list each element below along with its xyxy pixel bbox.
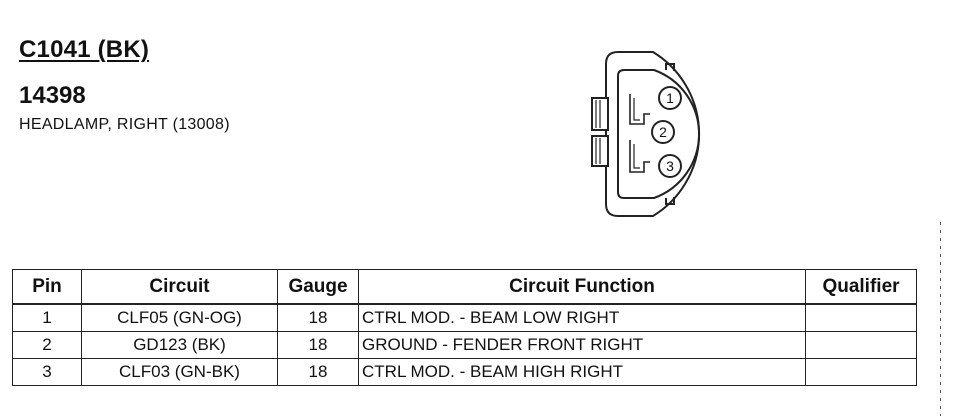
- cell-gauge: 18: [277, 303, 359, 332]
- pin-table: Pin Circuit Gauge Circuit Function Quali…: [12, 269, 917, 386]
- cell-circuit: CLF05 (GN-OG): [81, 303, 278, 332]
- header-pin: Pin: [12, 269, 82, 305]
- cell-qualifier: [805, 331, 917, 359]
- header-qualifier: Qualifier: [805, 269, 917, 305]
- cell-gauge: 18: [277, 331, 359, 359]
- connector-face-diagram: 1 2 3: [591, 51, 700, 217]
- keyway-notch: [665, 63, 675, 71]
- scan-edge-line: [940, 222, 941, 416]
- header-circuit-function: Circuit Function: [358, 269, 806, 305]
- cell-qualifier: [805, 303, 917, 332]
- connector-id: C1041 (BK): [19, 36, 150, 63]
- keyway-notch: [665, 197, 675, 205]
- cell-circuit: GD123 (BK): [81, 331, 278, 359]
- header-gauge: Gauge: [277, 269, 359, 305]
- cell-circuit: CLF03 (GN-BK): [81, 358, 278, 386]
- pin-circle-3: [658, 154, 682, 178]
- header-circuit: Circuit: [81, 269, 278, 305]
- table-header-row: Pin Circuit Gauge Circuit Function Quali…: [12, 269, 917, 305]
- pin-label-3: 3: [666, 158, 674, 174]
- terminal-cavity-3: [629, 140, 650, 173]
- cell-pin: 1: [12, 303, 82, 332]
- pin-circle-1: [658, 86, 682, 110]
- cell-gauge: 18: [277, 358, 359, 386]
- pin-label-1: 1: [666, 90, 674, 106]
- cell-pin: 3: [12, 358, 82, 386]
- cell-qualifier: [805, 358, 917, 386]
- table-row: 2 GD123 (BK) 18 GROUND - FENDER FRONT RI…: [12, 331, 917, 359]
- table-row: 3 CLF03 (GN-BK) 18 CTRL MOD. - BEAM HIGH…: [12, 358, 917, 386]
- cell-pin: 2: [12, 331, 82, 359]
- part-number: 14398: [19, 82, 86, 109]
- connector-housing-outline: [605, 51, 700, 217]
- connector-housing-inner: [617, 69, 700, 199]
- cell-circuit-function: GROUND - FENDER FRONT RIGHT: [358, 331, 806, 359]
- pin-circle-2: [651, 120, 675, 144]
- pin-label-2: 2: [659, 124, 667, 140]
- table-row: 1 CLF05 (GN-OG) 18 CTRL MOD. - BEAM LOW …: [12, 303, 917, 332]
- connector-description: HEADLAMP, RIGHT (13008): [19, 116, 230, 133]
- cell-circuit-function: CTRL MOD. - BEAM HIGH RIGHT: [358, 358, 806, 386]
- cell-circuit-function: CTRL MOD. - BEAM LOW RIGHT: [358, 303, 806, 332]
- terminal-cavity-1: [629, 94, 650, 125]
